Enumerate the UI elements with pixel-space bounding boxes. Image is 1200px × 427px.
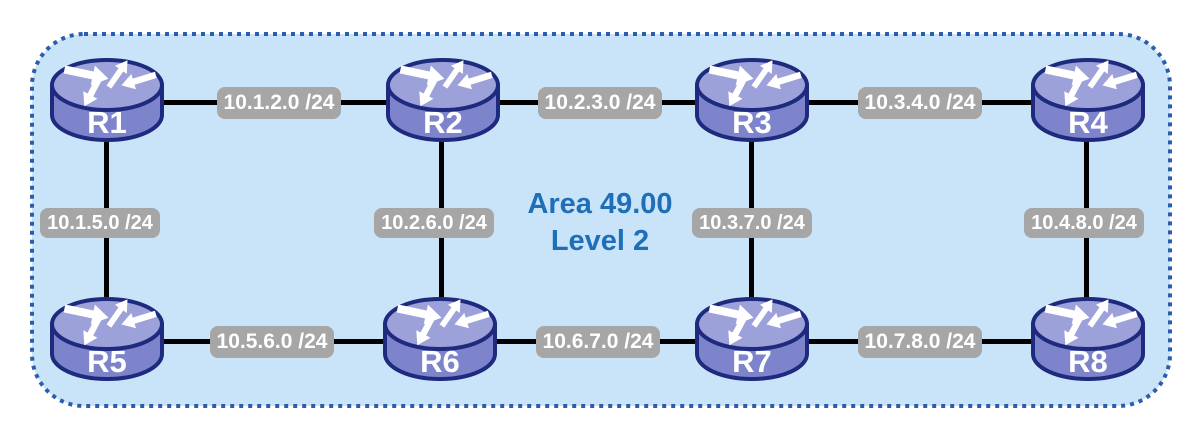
router-R2: R2	[383, 57, 503, 143]
router-label: R4	[1068, 105, 1108, 140]
subnet-label-R1-R2: 10.1.2.0 /24	[217, 87, 341, 119]
router-R4: R4	[1028, 57, 1148, 143]
area-title: Area 49.00 Level 2	[450, 186, 750, 260]
subnet-label-R2-R6: 10.2.6.0 /24	[374, 208, 494, 238]
router-label: R7	[732, 344, 772, 379]
subnet-label-R4-R8: 10.4.8.0 /24	[1024, 208, 1144, 238]
subnet-label-R6-R7: 10.6.7.0 /24	[536, 326, 660, 358]
subnet-label-R7-R8: 10.7.8.0 /24	[858, 326, 982, 358]
router-label: R8	[1068, 344, 1108, 379]
subnet-label-R5-R6: 10.5.6.0 /24	[210, 326, 334, 358]
router-label: R2	[423, 105, 463, 140]
subnet-label-R2-R3: 10.2.3.0 /24	[538, 87, 662, 119]
subnet-label-R3-R4: 10.3.4.0 /24	[858, 87, 982, 119]
subnet-label-R1-R5: 10.1.5.0 /24	[40, 208, 160, 238]
router-R6: R6	[380, 296, 500, 382]
subnet-label-R3-R7: 10.3.7.0 /24	[692, 208, 812, 238]
area-level: Level 2	[550, 225, 650, 257]
router-label: R6	[420, 344, 460, 379]
router-R3: R3	[692, 57, 812, 143]
router-R7: R7	[692, 296, 812, 382]
router-R5: R5	[47, 296, 167, 382]
router-R8: R8	[1028, 296, 1148, 382]
router-R1: R1	[47, 57, 167, 143]
area-name: Area 49.00	[527, 188, 673, 220]
router-label: R3	[732, 105, 772, 140]
router-label: R1	[87, 105, 127, 140]
router-label: R5	[87, 344, 127, 379]
